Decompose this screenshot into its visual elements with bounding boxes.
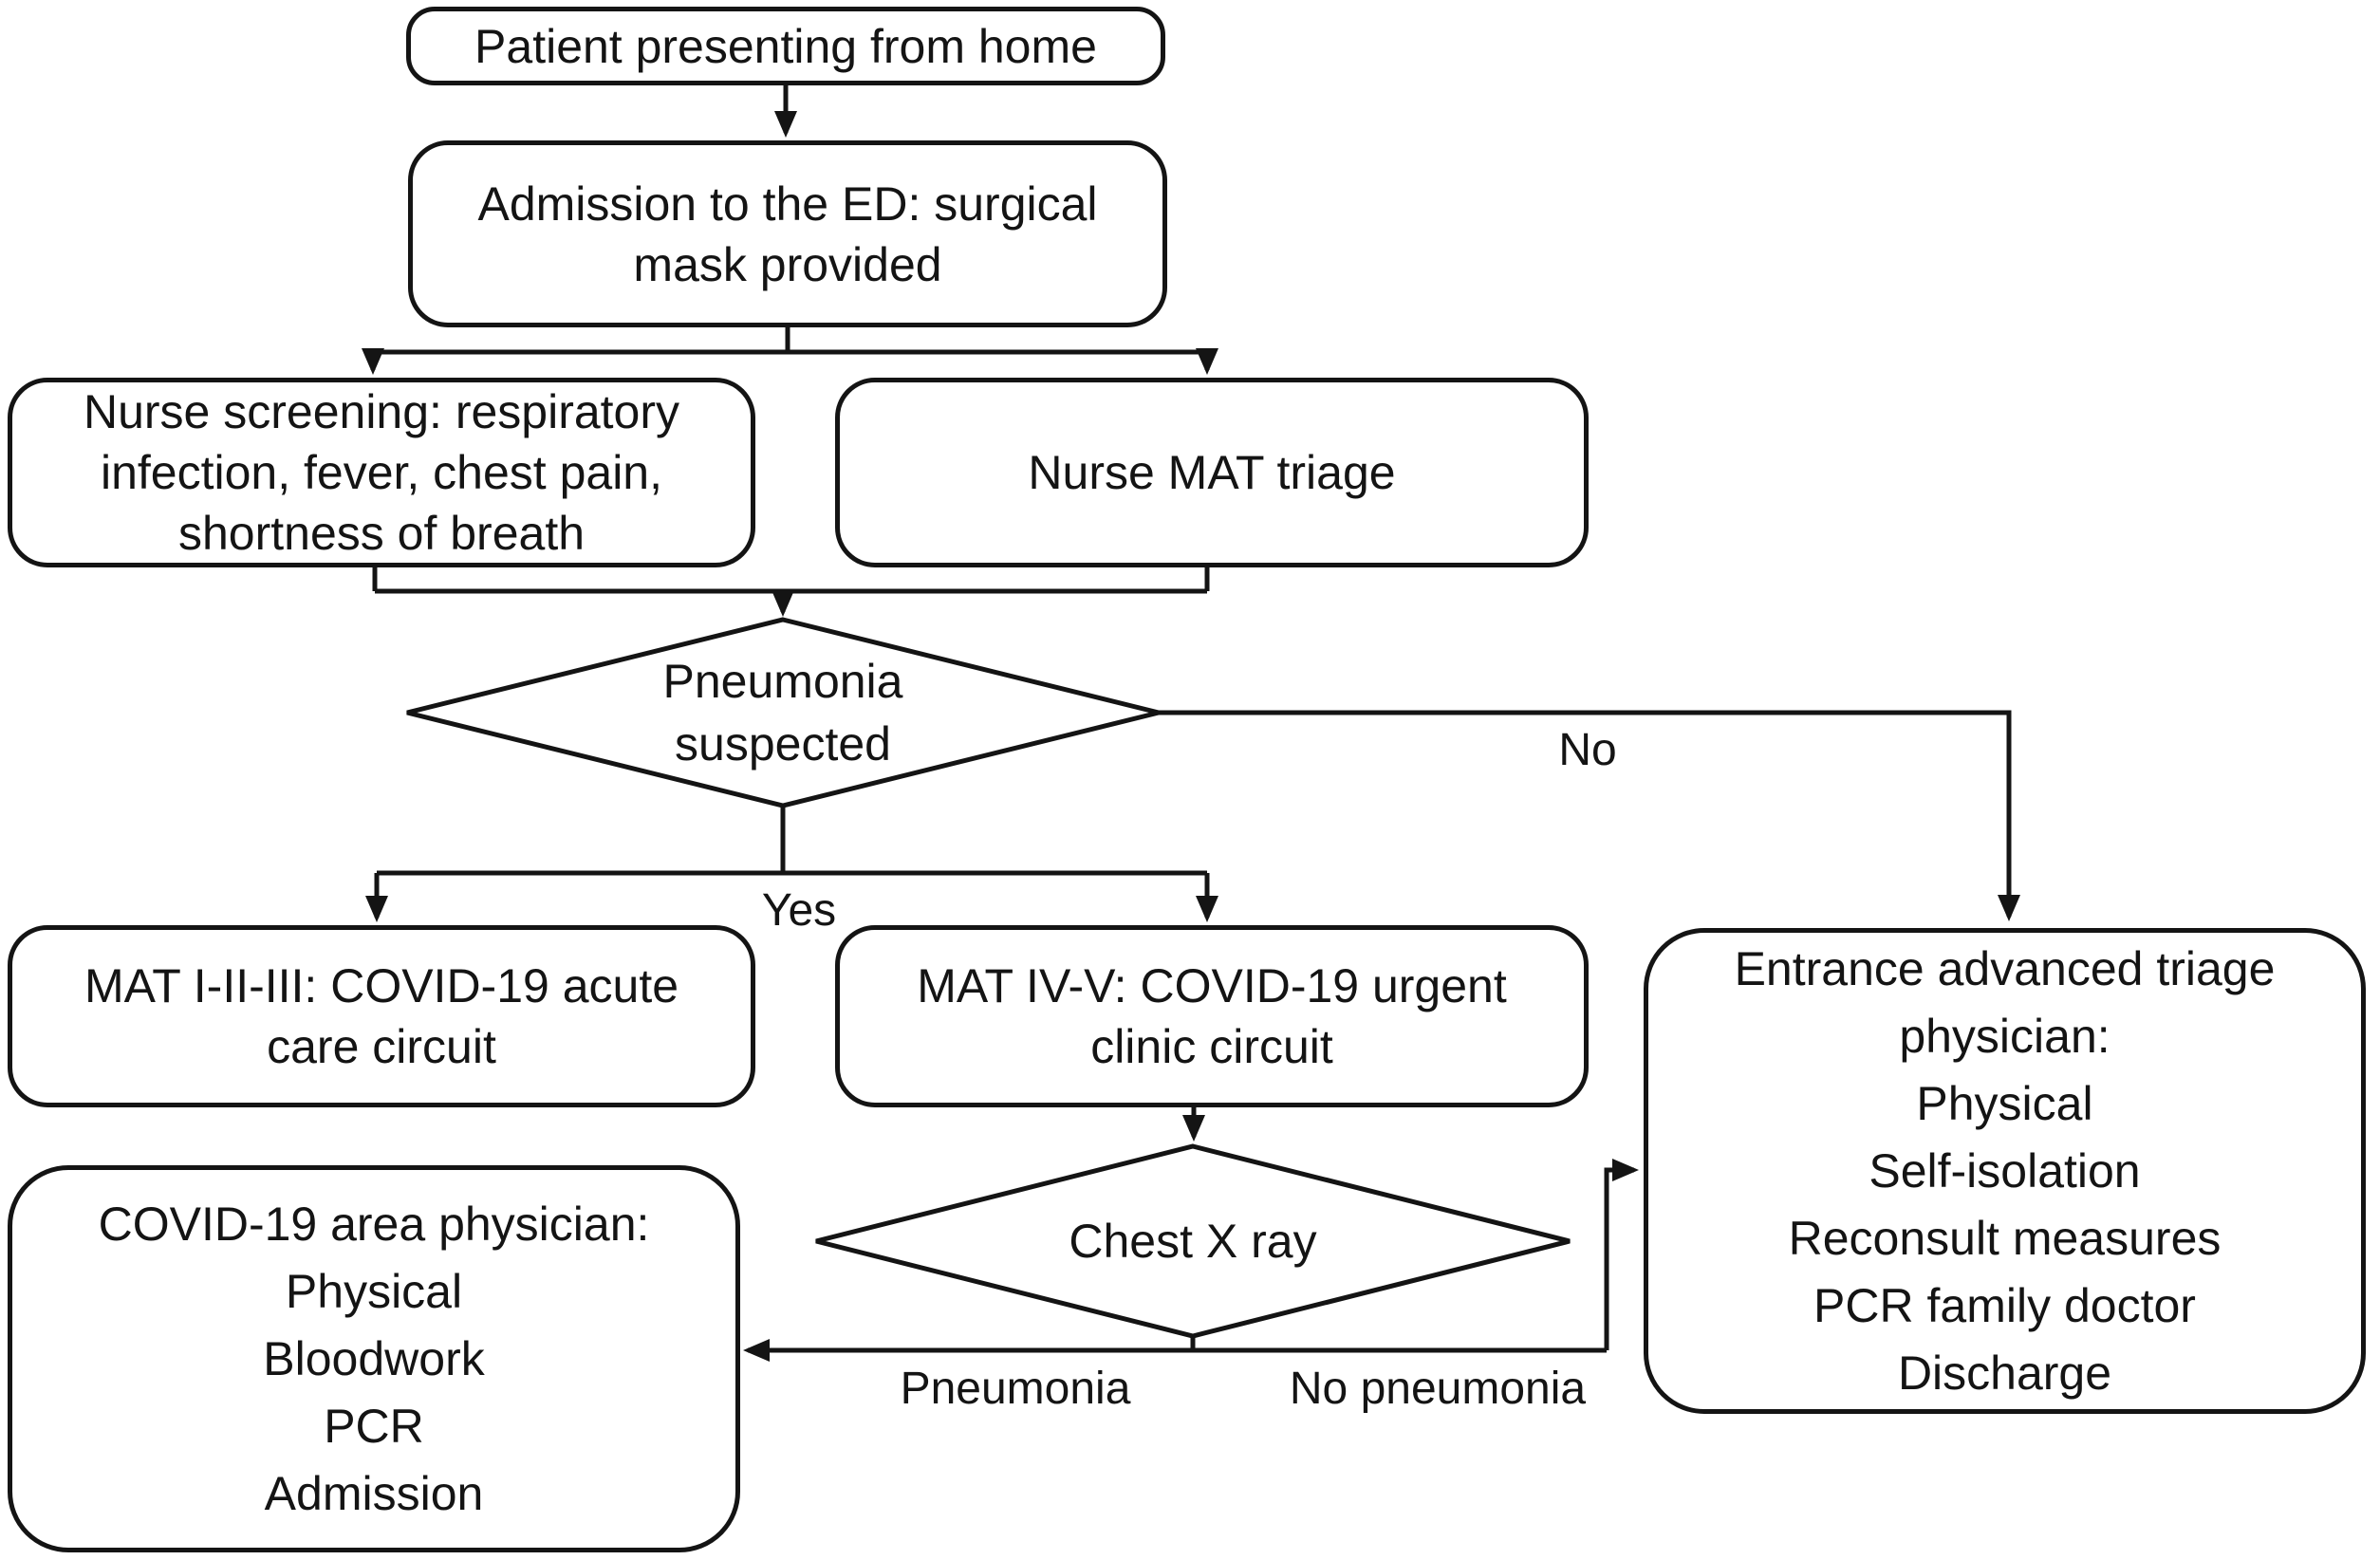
node-nurse-screening: Nurse screening: respiratory infection, … [8, 378, 755, 567]
node-admission-to-ed: Admission to the ED: surgical mask provi… [408, 140, 1167, 327]
node-mat-i-ii-iii-acute-care-circuit: MAT I-II-III: COVID-19 acute care circui… [8, 925, 755, 1107]
decision-chest-xray-label: Chest X ray [1069, 1215, 1317, 1268]
edge-screening-triage-to-pneumonia-decision [372, 567, 1210, 617]
node-patient-presenting-from-home: Patient presenting from home [406, 7, 1165, 85]
node-covid-area-physician: COVID-19 area physician: Physical Bloodw… [8, 1165, 740, 1552]
decision-pneumonia-suspected-label: Pneumonia suspected [662, 655, 903, 771]
edge-label-no-pneumonia: No pneumonia [1289, 1364, 1587, 1414]
node-nurse-mat-triage: Nurse MAT triage [835, 378, 1589, 567]
edge-label-pneumonia: Pneumonia [900, 1364, 1131, 1414]
edge-label-no: No [1558, 725, 1617, 775]
node-mat-iv-v-urgent-clinic-circuit: MAT IV-V: COVID-19 urgent clinic circuit [835, 925, 1589, 1107]
node-entrance-advanced-triage-physician: Entrance advanced triage physician: Phys… [1644, 928, 2366, 1414]
edge-label-yes: Yes [761, 885, 837, 936]
edge-admission-to-screening-and-triage [362, 327, 1218, 375]
